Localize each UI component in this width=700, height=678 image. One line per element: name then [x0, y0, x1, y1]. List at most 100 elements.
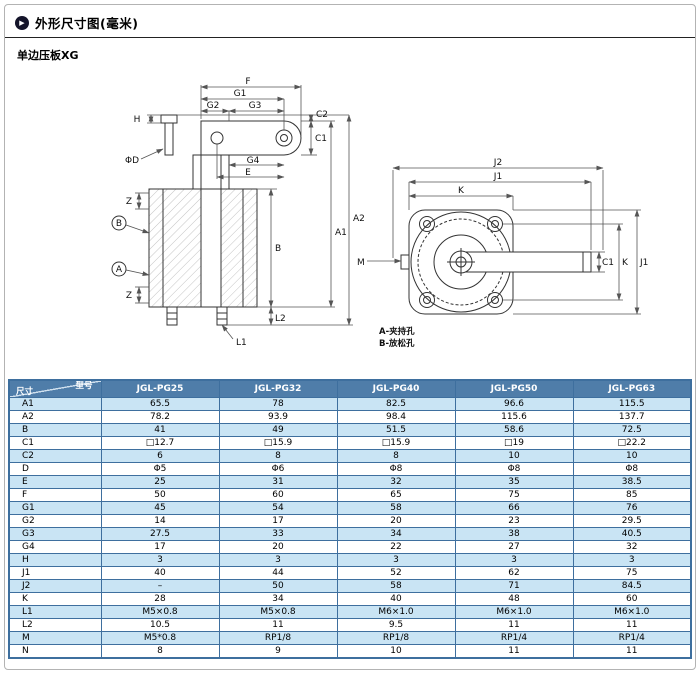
dim-g2: G2 [207, 101, 220, 111]
value-cell: 35 [454, 475, 574, 489]
value-cell: 76 [572, 501, 692, 515]
value-cell: 6 [100, 449, 220, 463]
page-header: ▶ 外形尺寸图(毫米) [5, 5, 695, 38]
dimension-label: J2 [8, 579, 102, 593]
dimension-label: L2 [8, 618, 102, 632]
table-row: C1□12.7□15.9□15.9□19□22.2 [8, 436, 692, 450]
value-cell: 93.9 [218, 410, 338, 424]
value-cell: 137.7 [572, 410, 692, 424]
value-cell: 17 [218, 514, 338, 528]
value-cell: 45 [100, 501, 220, 515]
value-cell: 50 [218, 579, 338, 593]
value-cell: – [100, 579, 220, 593]
value-cell: Φ6 [218, 462, 338, 476]
cylinder-body [148, 114, 302, 326]
value-cell: 8 [100, 644, 220, 659]
dimension-label: G1 [8, 501, 102, 515]
dim-g4: G4 [247, 156, 260, 166]
value-cell: 33 [218, 527, 338, 541]
callout-b-label: B [116, 219, 122, 229]
value-cell: 34 [218, 592, 338, 606]
value-cell: RP1/4 [572, 631, 692, 645]
value-cell: 3 [454, 553, 574, 567]
value-cell: 48 [454, 592, 574, 606]
value-cell: 25 [100, 475, 220, 489]
value-cell: 11 [572, 644, 692, 659]
dimension-label: G3 [8, 527, 102, 541]
value-cell: 23 [454, 514, 574, 528]
column-header: JGL-PG40 [336, 379, 456, 398]
dimension-table: 型号 尺寸 JGL-PG25 JGL-PG32 JGL-PG40 JGL-PG5… [8, 379, 692, 659]
value-cell: 10 [454, 449, 574, 463]
section-icon: ▶ [15, 15, 29, 30]
value-cell: 75 [454, 488, 574, 502]
clamp-arm [200, 120, 302, 156]
value-cell: 10 [336, 644, 456, 659]
value-cell: 10 [572, 449, 692, 463]
value-cell: 3 [336, 553, 456, 567]
dim-g3: G3 [249, 101, 262, 111]
dimension-label: H [8, 553, 102, 567]
dim-l1: L1 [236, 338, 247, 348]
dim-c1: C1 [315, 134, 327, 144]
dimension-label: C1 [8, 436, 102, 450]
value-cell: □15.9 [218, 436, 338, 450]
value-cell: M5×0.8 [218, 605, 338, 619]
value-cell: 44 [218, 566, 338, 580]
dim-phid: ΦD [125, 156, 139, 166]
value-cell: Φ5 [100, 462, 220, 476]
value-cell: 78 [218, 397, 338, 411]
dim-a2: A2 [353, 214, 365, 224]
value-cell: 11 [572, 618, 692, 632]
dim-f: F [245, 77, 250, 87]
value-cell: 51.5 [336, 423, 456, 437]
top-view-drawing: J2 J1 K M C1 K J1 A-夹持孔 B-放松孔 [357, 158, 648, 349]
value-cell: 11 [218, 618, 338, 632]
value-cell: M6×1.0 [454, 605, 574, 619]
value-cell: 49 [218, 423, 338, 437]
value-cell: 96.6 [454, 397, 574, 411]
value-cell: □19 [454, 436, 574, 450]
value-cell: 3 [100, 553, 220, 567]
value-cell: 29.5 [572, 514, 692, 528]
dimension-label: B [8, 423, 102, 437]
front-dimension-lines [125, 84, 353, 340]
dimension-label: A2 [8, 410, 102, 424]
callout-b-circle [111, 215, 127, 231]
dimension-label: D [8, 462, 102, 476]
value-cell: 62 [454, 566, 574, 580]
value-cell: Φ8 [572, 462, 692, 476]
dim-j1-right: J1 [639, 258, 648, 268]
column-header: JGL-PG50 [454, 379, 574, 398]
value-cell: 72.5 [572, 423, 692, 437]
column-header: JGL-PG25 [100, 379, 220, 398]
dimension-label: A1 [8, 397, 102, 411]
top-dimension-lines [367, 165, 641, 315]
dimension-label: M [8, 631, 102, 645]
dim-l2: L2 [275, 314, 286, 324]
value-cell: □12.7 [100, 436, 220, 450]
value-cell: 22 [336, 540, 456, 554]
value-cell: 38.5 [572, 475, 692, 489]
value-cell: 60 [572, 592, 692, 606]
value-cell: 8 [336, 449, 456, 463]
value-cell: Φ8 [336, 462, 456, 476]
dimension-label: K [8, 592, 102, 606]
value-cell: 78.2 [100, 410, 220, 424]
dim-e: E [245, 168, 251, 178]
value-cell: 65 [336, 488, 456, 502]
value-cell: 58 [336, 579, 456, 593]
value-cell: 40 [336, 592, 456, 606]
value-cell: 75 [572, 566, 692, 580]
drawing-area: F G1 G2 G3 H ΦD C2 C1 G4 E Z Z B A1 A2 L… [5, 63, 695, 365]
